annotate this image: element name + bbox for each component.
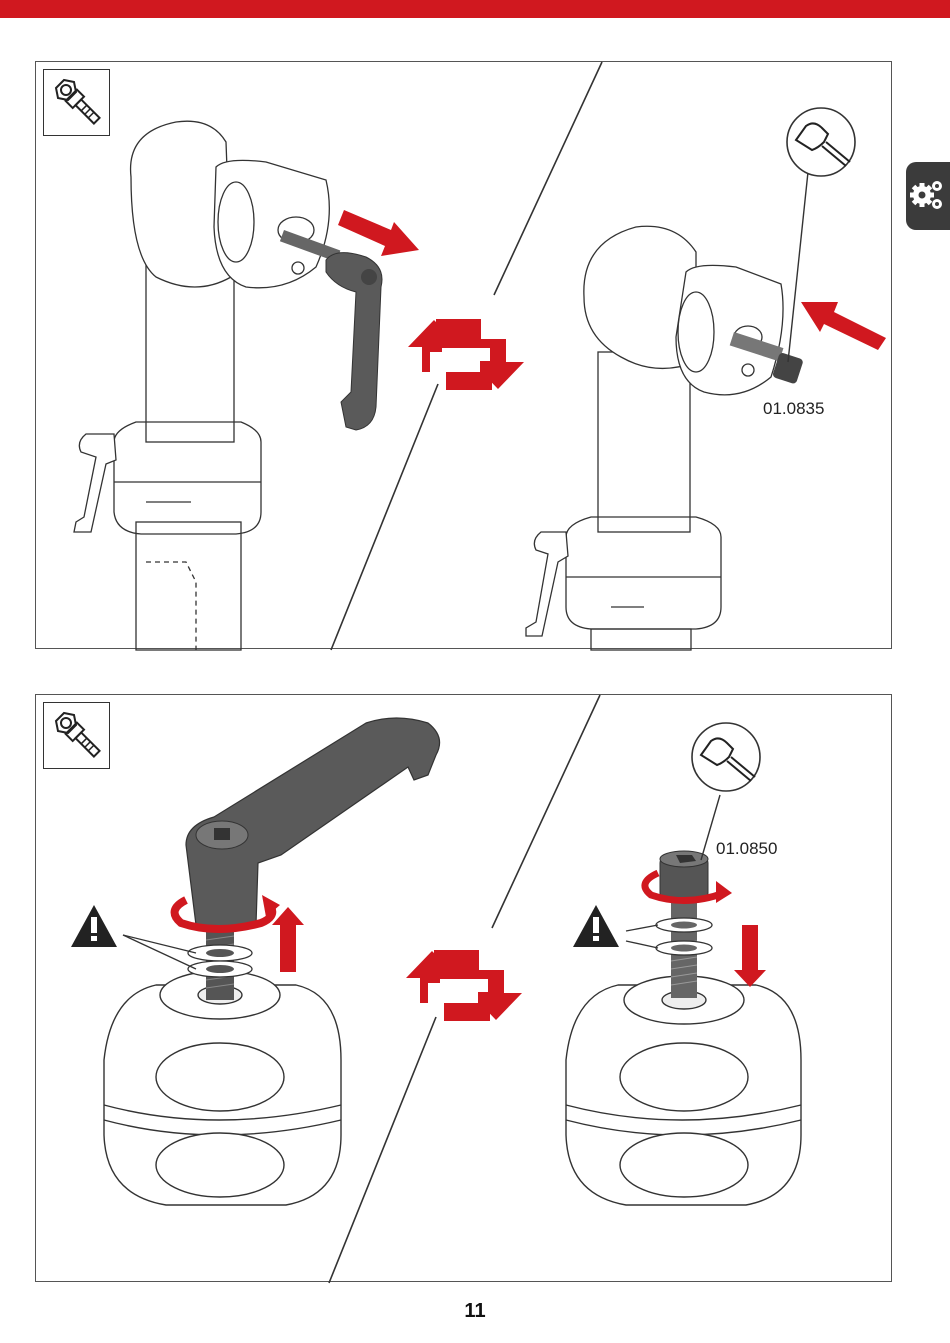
arrow-in-red bbox=[801, 302, 886, 350]
swap-arrows-icon bbox=[408, 319, 524, 390]
part-code: 01.0850 bbox=[716, 839, 777, 859]
clamp-body-right bbox=[566, 976, 801, 1205]
head-left bbox=[131, 121, 330, 288]
collar-lever-right bbox=[526, 532, 568, 636]
settings-tab[interactable] bbox=[906, 162, 950, 230]
step-panel-remove-lever: 01.0835 bbox=[35, 61, 892, 649]
head-right bbox=[584, 226, 783, 395]
step-panel-replace-knob: 01.0850 bbox=[35, 694, 892, 1282]
page-number: 11 bbox=[0, 1300, 950, 1323]
part-code: 01.0835 bbox=[763, 399, 824, 419]
knob-lever-left bbox=[186, 718, 440, 930]
warning-triangle-icon bbox=[71, 905, 117, 947]
warning-triangle-icon bbox=[573, 905, 619, 947]
arrow-down-red bbox=[734, 925, 766, 987]
swap-arrows-icon bbox=[406, 950, 522, 1021]
pole-left bbox=[114, 242, 261, 650]
clamp-body-left bbox=[104, 971, 341, 1205]
bolt-assembly-right bbox=[656, 851, 712, 998]
assembly-drawing-top bbox=[36, 62, 893, 650]
pole-right bbox=[566, 352, 721, 650]
collar-lever-left bbox=[74, 434, 116, 532]
gears-icon bbox=[906, 162, 950, 230]
assembly-drawing-bottom bbox=[36, 695, 893, 1283]
top-red-bar bbox=[0, 0, 950, 18]
arrow-out-red bbox=[338, 210, 419, 256]
arrow-up-red bbox=[272, 907, 304, 972]
